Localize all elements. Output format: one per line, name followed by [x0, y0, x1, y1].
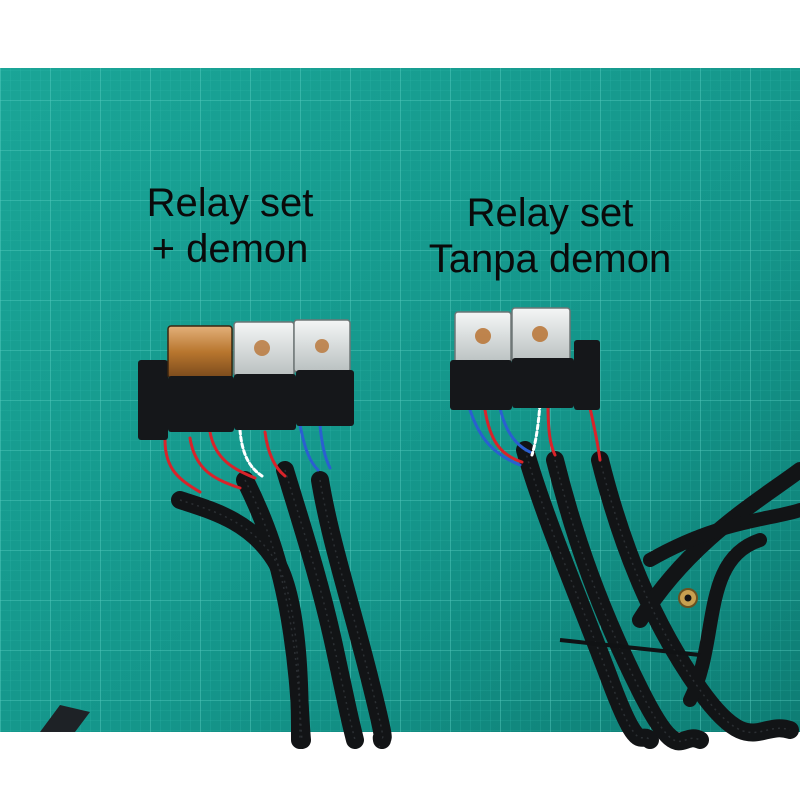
- left-wires: [163, 423, 332, 494]
- ring-terminal: [678, 588, 698, 608]
- label-left-line1: Relay set: [146, 181, 314, 225]
- left-harness-ribbing: [179, 469, 384, 741]
- tool-handle: [40, 705, 90, 732]
- label-relay-set-without-demon: Relay set Tanpa demon: [395, 190, 705, 282]
- cable-tie: [559, 638, 701, 657]
- label-relay-set-with-demon: Relay set + demon: [110, 180, 350, 272]
- label-right-line2: Tanpa demon: [428, 237, 672, 281]
- cutting-mat: [0, 68, 800, 732]
- right-relay-set: [450, 307, 600, 410]
- left-relay-set: [138, 319, 354, 440]
- label-left-line2: + demon: [151, 227, 309, 271]
- right-harness-ribbing: [524, 449, 791, 743]
- label-right-line1: Relay set: [466, 191, 634, 235]
- right-wires: [468, 402, 602, 467]
